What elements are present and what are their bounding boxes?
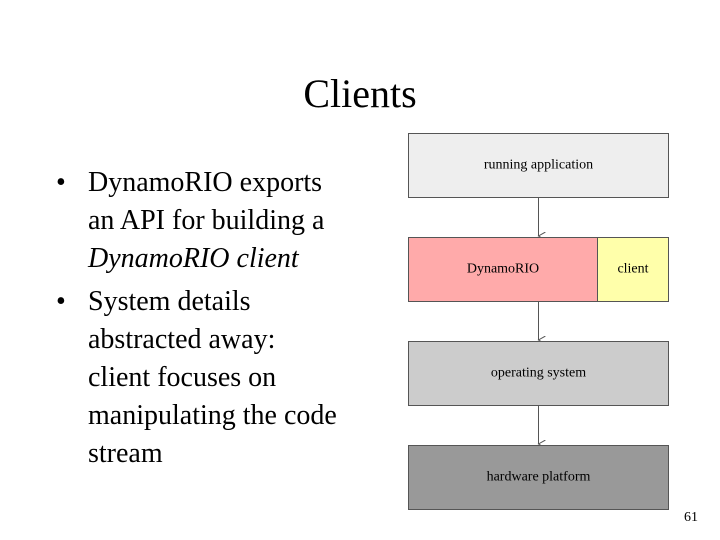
box-dynamorio: DynamoRIO [408, 237, 598, 302]
box-operating-system: operating system [408, 341, 669, 406]
bullet-line-italic: DynamoRIO client [88, 243, 299, 274]
box-client: client [597, 237, 669, 302]
box-hardware-platform: hardware platform [408, 445, 669, 510]
bullet-line: an API for building a [88, 205, 325, 236]
bullet-line: manipulating the code [88, 400, 337, 431]
box-running-application: running application [408, 133, 669, 198]
bullet-list: • DynamoRIO exports an API for building … [56, 164, 396, 478]
bullet-dot-icon: • [56, 286, 66, 317]
bullet-line: stream [88, 438, 163, 469]
bullet-line: client focuses on [88, 362, 277, 393]
box-label-operating-system: operating system [491, 366, 586, 381]
box-label-running-application: running application [484, 158, 593, 173]
bullet-dot-icon: • [56, 167, 66, 198]
architecture-diagram: running application DynamoRIO client ope… [408, 133, 669, 510]
bullet-item-abstraction: • System details abstracted away: client… [56, 283, 396, 473]
bullet-line: System details [88, 286, 251, 317]
box-label-dynamorio: DynamoRIO [467, 262, 539, 277]
box-label-client: client [617, 262, 648, 277]
box-label-hardware-platform: hardware platform [487, 470, 591, 485]
bullet-item-api: • DynamoRIO exports an API for building … [56, 164, 396, 278]
bullet-line: abstracted away: [88, 324, 276, 355]
page-number: 61 [684, 510, 698, 525]
bullet-line: DynamoRIO exports [88, 167, 323, 198]
slide-title: Clients [303, 71, 417, 116]
